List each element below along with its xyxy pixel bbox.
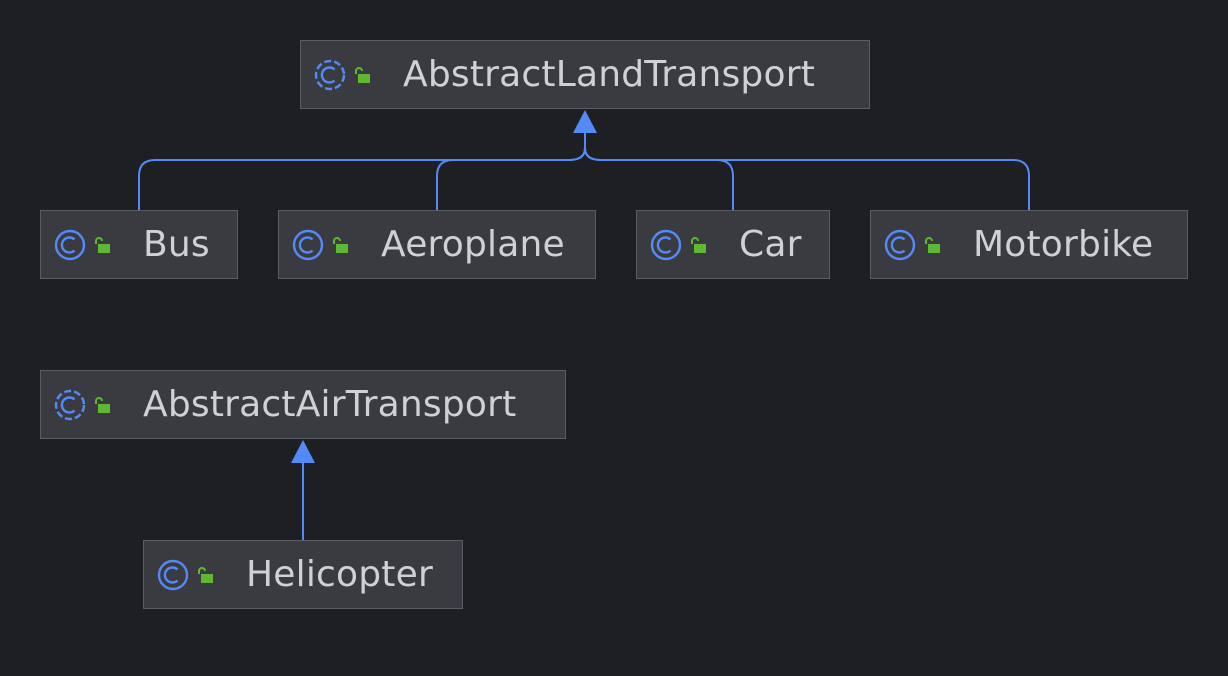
public-visibility-icon: [355, 66, 370, 83]
class-icon: [650, 229, 682, 260]
public-visibility-icon: [333, 236, 348, 253]
node-label: Motorbike: [973, 223, 1154, 265]
node-helicopter[interactable]: Helicopter: [143, 540, 463, 609]
abstract-class-icon: [314, 59, 346, 90]
inheritance-arrowhead-land: [573, 110, 597, 133]
node-label: AbstractAirTransport: [143, 383, 517, 425]
public-visibility-icon: [95, 396, 110, 413]
node-abstract-air-transport[interactable]: AbstractAirTransport: [40, 370, 566, 439]
inheritance-arrowhead-air: [291, 440, 315, 463]
public-visibility-icon: [95, 236, 110, 253]
class-icon: [54, 229, 86, 260]
node-abstract-land-transport[interactable]: AbstractLandTransport: [300, 40, 870, 109]
edge-car-to-abstract-land-transport: [584, 132, 734, 210]
node-label: AbstractLandTransport: [403, 53, 816, 95]
abstract-class-icon: [54, 389, 86, 420]
node-label: Car: [739, 223, 802, 265]
public-visibility-icon: [925, 236, 940, 253]
node-bus[interactable]: Bus: [40, 210, 238, 279]
edge-motorbike-to-abstract-land-transport: [584, 132, 1030, 210]
class-icon: [884, 229, 916, 260]
edge-bus-to-abstract-land-transport: [138, 132, 586, 210]
public-visibility-icon: [691, 236, 706, 253]
node-label: Bus: [143, 223, 210, 265]
node-motorbike[interactable]: Motorbike: [870, 210, 1188, 279]
node-label: Helicopter: [246, 553, 433, 595]
node-label: Aeroplane: [381, 223, 565, 265]
class-icon: [292, 229, 324, 260]
class-icon: [157, 559, 189, 590]
edge-aeroplane-to-abstract-land-transport: [436, 132, 586, 210]
node-aeroplane[interactable]: Aeroplane: [278, 210, 596, 279]
node-car[interactable]: Car: [636, 210, 830, 279]
public-visibility-icon: [198, 566, 213, 583]
